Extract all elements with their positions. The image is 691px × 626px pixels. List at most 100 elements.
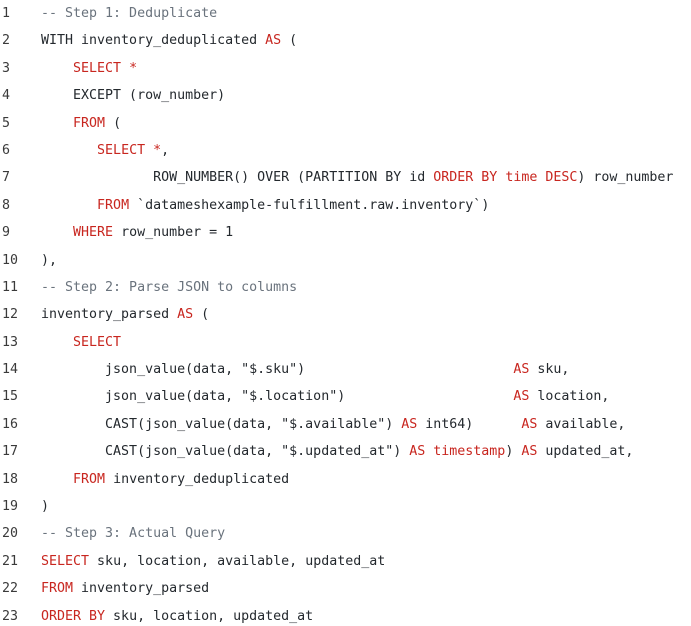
code-text: CAST(json_value(data, "$.available") <box>41 416 402 432</box>
code-text: sku, <box>529 362 570 378</box>
code-line: 21 SELECT sku, location, available, updat… <box>0 548 691 575</box>
code-line: 3 SELECT * <box>0 55 691 82</box>
line-number: 18 <box>2 471 19 487</box>
code-line: 5 FROM ( <box>0 110 691 137</box>
sql-keyword: AS <box>521 444 538 460</box>
line-number: 6 <box>2 142 11 158</box>
sql-keyword: FROM <box>41 581 74 597</box>
code-line: 11 -- Step 2: Parse JSON to columns <box>0 274 691 301</box>
line-number: 5 <box>2 115 11 131</box>
code-text: EXCEPT (row_number) <box>41 88 226 104</box>
line-number: 1 <box>2 6 11 21</box>
code-text: inventory_deduplicated <box>105 471 290 487</box>
line-number: 8 <box>2 197 11 213</box>
sql-keyword: AS <box>513 389 530 405</box>
code-line: 4 EXCEPT (row_number) <box>0 82 691 109</box>
code-text: ) <box>505 444 522 460</box>
line-number: 22 <box>2 581 19 597</box>
code-line: 2 WITH inventory_deduplicated AS ( <box>0 27 691 54</box>
code-text: available, <box>537 416 626 432</box>
code-line: 6 SELECT *, <box>0 137 691 164</box>
code-text: ) row_number <box>577 170 674 186</box>
line-code: json_value(data, "$.location") AS locati… <box>41 383 609 410</box>
line-code: FROM inventory_deduplicated <box>41 466 289 493</box>
line-number: 7 <box>2 170 11 186</box>
line-number: 16 <box>2 416 19 432</box>
code-line: 10), <box>0 247 691 274</box>
line-code: inventory_parsed AS ( <box>41 301 209 328</box>
code-text: ( <box>105 115 122 131</box>
sql-keyword: SELECT <box>41 553 90 569</box>
code-text: sku, location, available, updated_at <box>89 553 386 569</box>
line-code: WITH inventory_deduplicated AS ( <box>41 27 297 54</box>
code-text: ( <box>281 33 298 49</box>
line-number: 13 <box>2 334 19 350</box>
line-number: 21 <box>2 553 19 569</box>
line-code: SELECT <box>41 329 121 356</box>
code-line: 17 CAST(json_value(data, "$.updated_at")… <box>0 438 691 465</box>
code-line: 20-- Step 3: Actual Query <box>0 520 691 547</box>
code-text: json_value(data, "$.location") <box>41 389 514 405</box>
code-line: 8 FROM `datameshexample-fulfillment.raw.… <box>0 192 691 219</box>
line-code: CAST(json_value(data, "$.updated_at") AS… <box>41 438 633 465</box>
sql-keyword: SELECT * <box>97 142 162 158</box>
sql-keyword: AS timestamp <box>409 444 506 460</box>
code-line: 1 -- Step 1: Deduplicate <box>0 0 691 27</box>
line-code: FROM ( <box>41 110 121 137</box>
code-line: 9 WHERE row_number = 1 <box>0 219 691 246</box>
line-number: 2 <box>2 33 11 49</box>
code-text: int64) <box>417 416 522 432</box>
line-code: -- Step 2: Parse JSON to columns <box>41 274 297 301</box>
sql-keyword: SELECT * <box>73 60 138 76</box>
line-number: 11 <box>2 279 19 295</box>
sql-comment: -- Step 2: Parse JSON to columns <box>41 279 298 295</box>
code-line: 13 SELECT <box>0 329 691 356</box>
code-line: 16 CAST(json_value(data, "$.available") … <box>0 411 691 438</box>
code-line: 7 ROW_NUMBER() OVER (PARTITION BY id ORD… <box>0 164 691 191</box>
line-number: 19 <box>2 499 19 515</box>
code-text <box>41 61 73 76</box>
code-text: , <box>161 142 170 158</box>
line-code: -- Step 3: Actual Query <box>41 520 225 547</box>
sql-keyword: AS <box>521 416 538 432</box>
line-code: json_value(data, "$.sku") AS sku, <box>41 356 569 383</box>
sql-keyword: WHERE <box>73 225 114 241</box>
code-text: `datameshexample-fulfillment.raw.invento… <box>129 197 490 213</box>
code-line: 22 FROM inventory_parsed <box>0 575 691 602</box>
code-text: ( <box>193 307 210 323</box>
code-line: 19) <box>0 493 691 520</box>
line-code: CAST(json_value(data, "$.available") AS … <box>41 411 625 438</box>
sql-keyword: FROM <box>73 115 106 131</box>
code-text: ROW_NUMBER() OVER (PARTITION BY id <box>41 170 434 186</box>
code-text: CAST(json_value(data, "$.updated_at") <box>41 444 410 460</box>
line-code: FROM `datameshexample-fulfillment.raw.in… <box>41 192 489 219</box>
code-line: 18 FROM inventory_deduplicated <box>0 466 691 493</box>
line-code: FROM inventory_parsed <box>41 575 209 602</box>
line-number: 14 <box>2 362 19 378</box>
code-text <box>41 335 73 350</box>
code-text: updated_at, <box>537 444 634 460</box>
code-text <box>41 116 73 131</box>
line-code: ) <box>41 493 49 520</box>
sql-keyword: AS <box>513 362 530 378</box>
code-line: 12 inventory_parsed AS ( <box>0 301 691 328</box>
line-number: 10 <box>2 252 19 268</box>
line-code: ROW_NUMBER() OVER (PARTITION BY id ORDER… <box>41 164 673 191</box>
code-text: ), <box>41 252 58 268</box>
sql-keyword: FROM <box>97 197 130 213</box>
line-number: 12 <box>2 307 19 323</box>
sql-comment: -- Step 3: Actual Query <box>41 526 226 542</box>
line-number: 15 <box>2 389 19 405</box>
sql-keyword: SELECT <box>73 334 122 350</box>
line-code: EXCEPT (row_number) <box>41 82 225 109</box>
line-code: WHERE row_number = 1 <box>41 219 233 246</box>
code-text: inventory_parsed <box>41 307 178 323</box>
code-text: inventory_parsed <box>73 581 210 597</box>
code-line: 15 json_value(data, "$.location") AS loc… <box>0 383 691 410</box>
line-code: SELECT sku, location, available, updated… <box>41 548 385 575</box>
line-code: ), <box>41 247 57 274</box>
code-text <box>41 143 97 158</box>
sql-comment: -- Step 1: Deduplicate <box>41 6 218 21</box>
